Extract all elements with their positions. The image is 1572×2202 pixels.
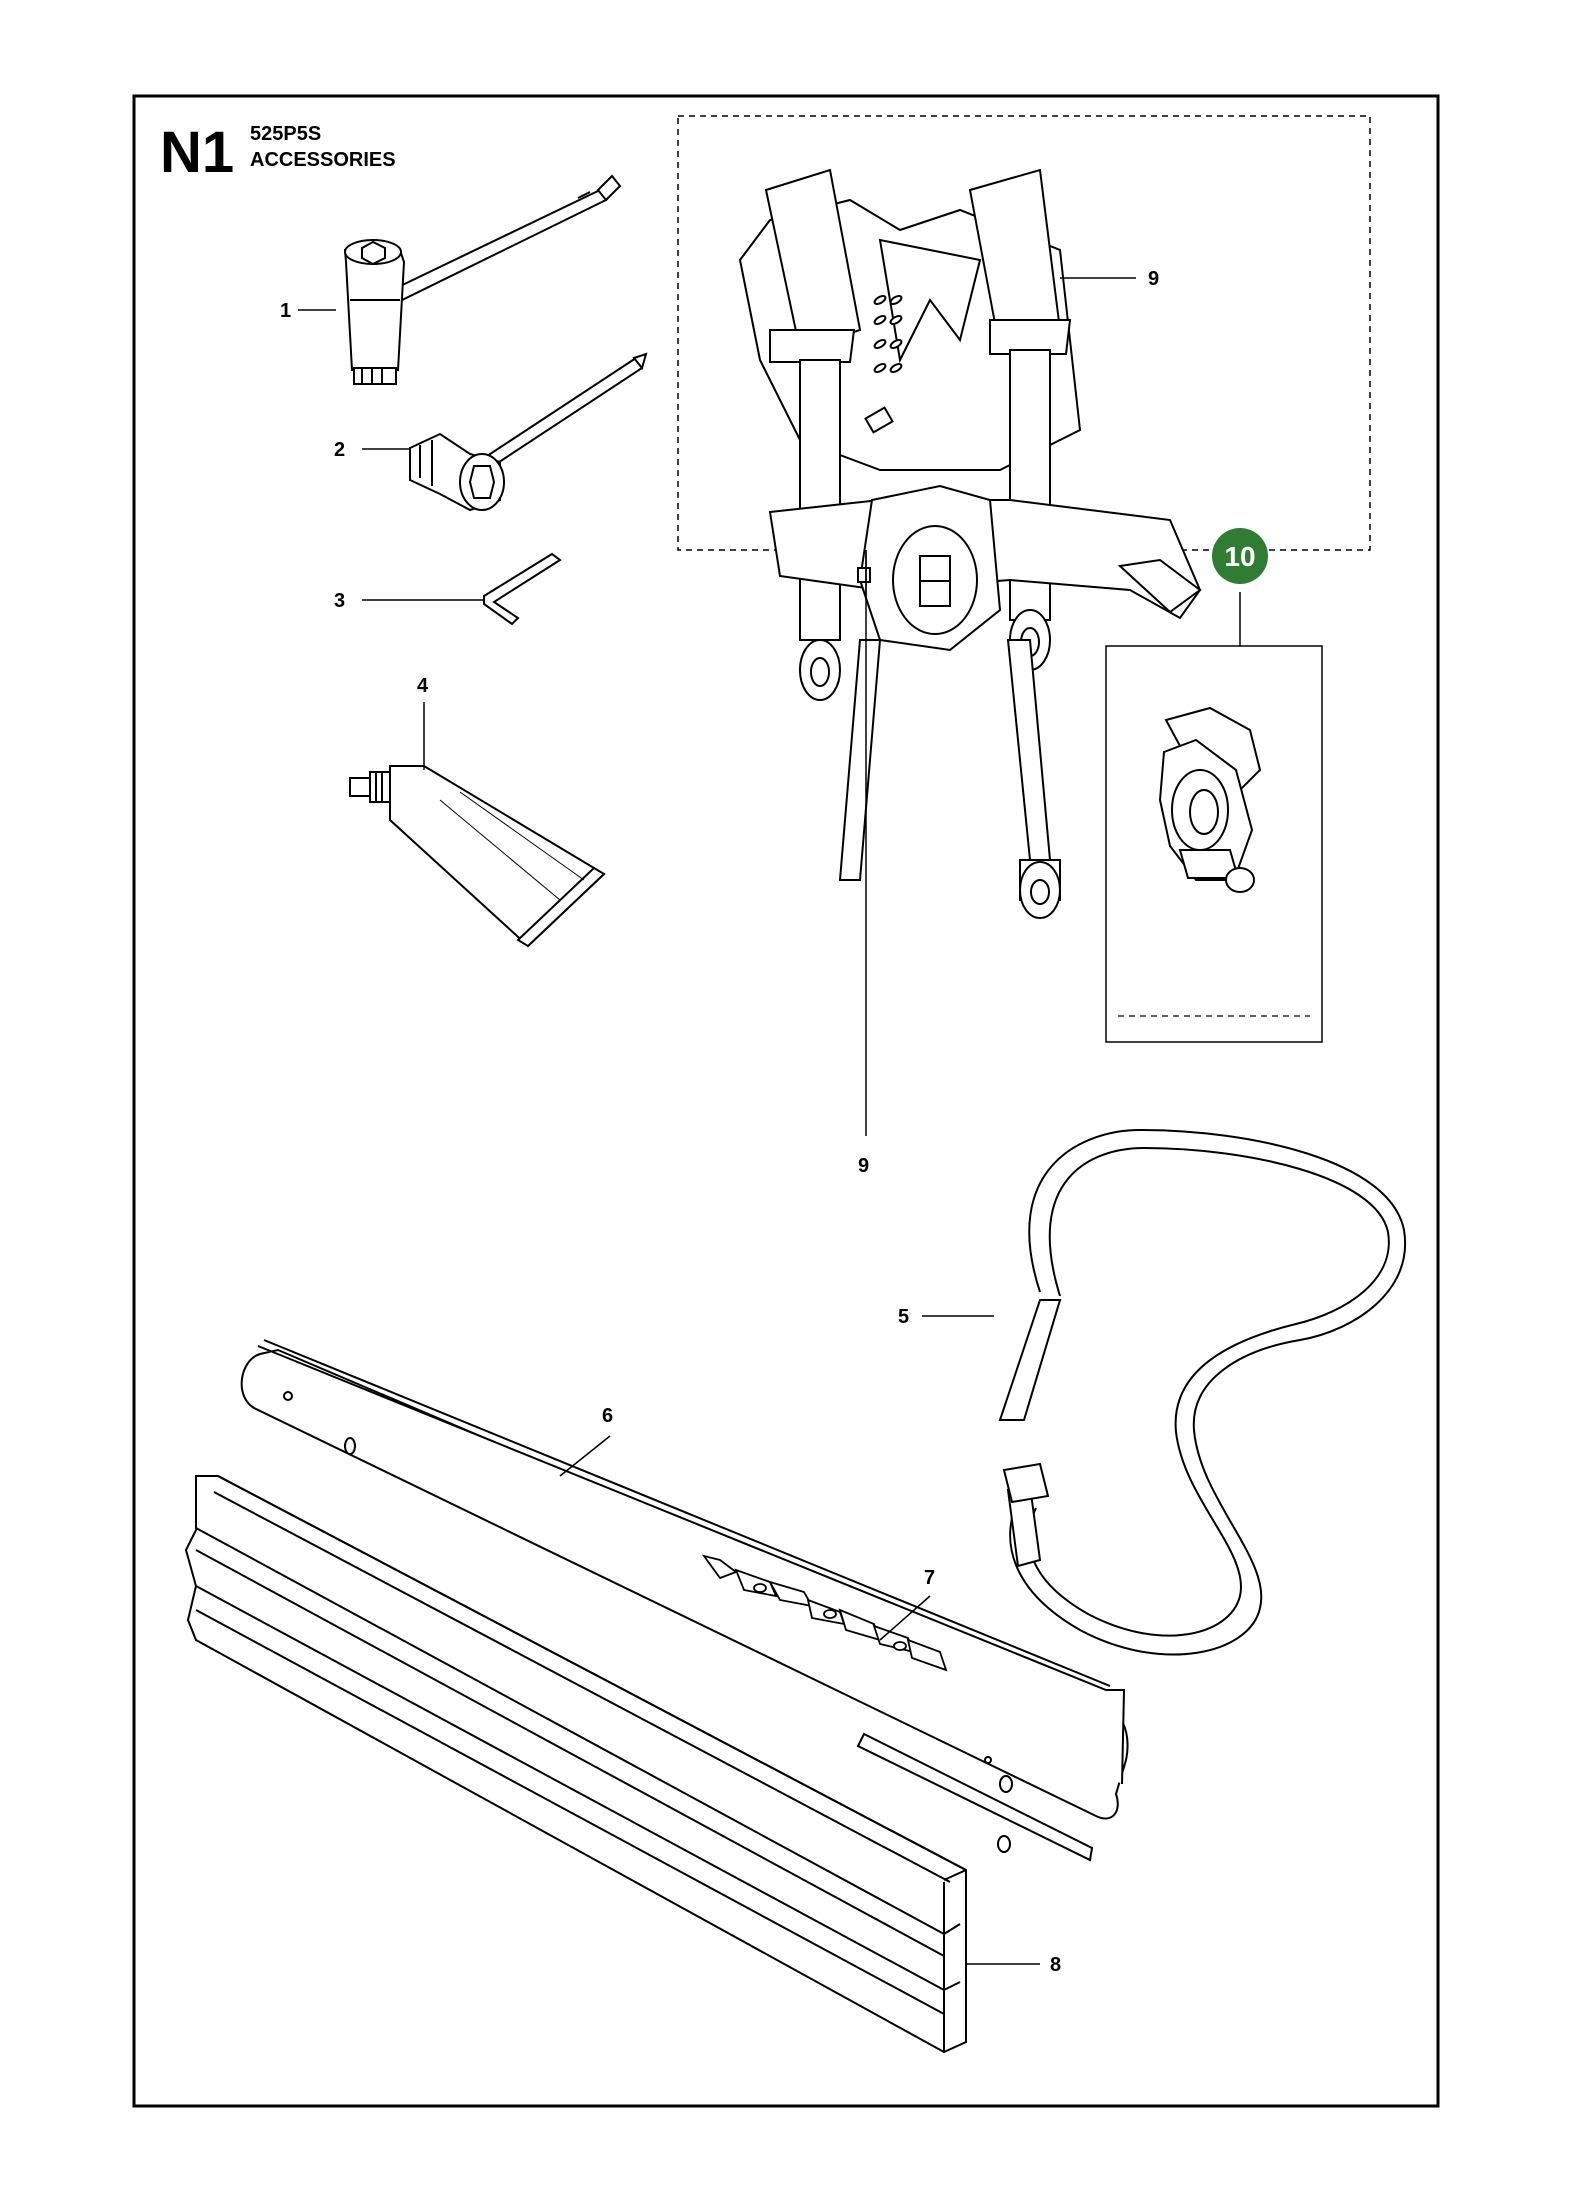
callout-2: 2 (334, 439, 410, 461)
svg-text:3: 3 (334, 590, 345, 612)
svg-text:8: 8 (1050, 1954, 1061, 1976)
harness-box (677, 115, 1371, 551)
svg-text:9: 9 (858, 1155, 869, 1177)
callout-3: 3 (334, 590, 484, 612)
part-harness (738, 168, 1202, 919)
callout-8: 8 (966, 1954, 1061, 1976)
svg-text:6: 6 (602, 1405, 613, 1427)
part-combination-spanner (343, 174, 622, 385)
part-saw-chain (701, 1554, 948, 1672)
part-grease-tube (349, 765, 606, 948)
part-guide-bar (240, 1339, 1129, 1862)
callout-9-top: 9 (1060, 268, 1159, 290)
callout-7: 7 (879, 1567, 935, 1641)
svg-text:9: 9 (1148, 268, 1159, 290)
svg-text:1: 1 (280, 300, 291, 322)
callout-4: 4 (417, 675, 429, 770)
callout-10: 10 (1212, 528, 1268, 646)
callout-6: 6 (559, 1405, 613, 1477)
section-code: N1 (160, 120, 234, 185)
page-frame (132, 94, 1440, 2108)
part-bar-cover (184, 1475, 967, 2054)
model-label: 525P5S (250, 123, 321, 145)
callout-9-bottom: 9 (858, 550, 869, 1177)
svg-text:10: 10 (1224, 541, 1255, 572)
part-harness-hook (1158, 706, 1262, 893)
section-title: ACCESSORIES (250, 149, 396, 171)
svg-text:5: 5 (898, 1306, 909, 1328)
callout-10-badge (1212, 528, 1268, 584)
callout-5: 5 (898, 1306, 994, 1328)
callout-1: 1 (280, 300, 336, 322)
svg-text:7: 7 (924, 1567, 935, 1589)
svg-text:4: 4 (417, 675, 429, 697)
svg-text:2: 2 (334, 439, 345, 461)
part-shoulder-strap (998, 1128, 1407, 1656)
part-hex-key (483, 552, 562, 626)
part-spark-plug-wrench (409, 352, 648, 512)
